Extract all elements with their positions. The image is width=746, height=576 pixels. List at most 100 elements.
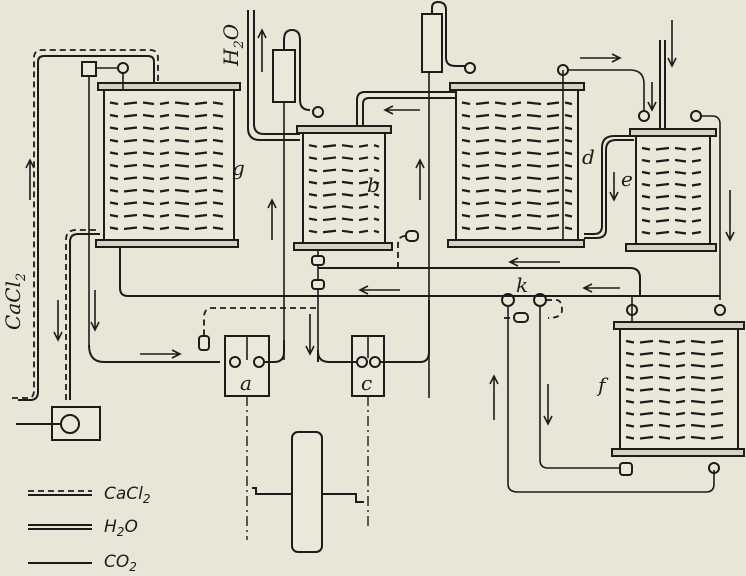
liquid-mark	[373, 229, 380, 234]
liquid-mark	[123, 188, 138, 193]
liquid-mark	[674, 146, 687, 151]
liquid-mark	[142, 126, 155, 131]
liquid-mark	[373, 144, 380, 148]
liquid-mark	[639, 411, 654, 416]
liquid-mark	[174, 113, 190, 118]
liquid-mark	[358, 144, 369, 148]
liquid-mark	[690, 387, 706, 392]
liquid-mark	[658, 399, 671, 404]
liquid-mark	[322, 180, 337, 185]
liquid-mark	[142, 201, 155, 206]
liquid-mark	[691, 170, 702, 175]
liquid-mark	[710, 399, 724, 404]
liquid-mark	[526, 226, 542, 231]
vessel-g-label: g	[232, 156, 245, 180]
liquid-mark	[322, 217, 337, 222]
liquid-mark	[159, 163, 170, 168]
liquid-mark	[511, 138, 522, 143]
liquid-mark	[546, 138, 560, 143]
liquid-mark	[639, 435, 654, 440]
liquid-mark	[655, 218, 670, 223]
liquid-mark	[526, 176, 542, 181]
liquid-mark	[341, 217, 354, 222]
liquid-mark	[159, 113, 170, 118]
liquid-mark	[658, 351, 671, 356]
liquid-mark	[710, 351, 724, 356]
liquid-mark	[691, 218, 702, 223]
liquid-mark	[675, 339, 686, 344]
liquid-mark	[511, 226, 522, 231]
liquid-mark	[212, 188, 224, 193]
liquid-mark	[690, 411, 706, 416]
liquid-mark	[461, 213, 471, 218]
liquid-mark	[639, 375, 654, 380]
liquid-mark	[564, 226, 573, 231]
liquid-mark	[641, 218, 651, 223]
vessel-e-label: e	[621, 167, 633, 191]
liquid-mark	[212, 163, 224, 168]
liquid-mark	[710, 387, 724, 392]
liquid-mark	[174, 188, 190, 193]
liquid-mark	[174, 213, 190, 218]
liquid-mark	[639, 339, 654, 344]
drive-wheel	[252, 431, 364, 553]
liquid-mark	[710, 435, 724, 440]
liquid-mark	[308, 156, 318, 161]
liquid-mark	[194, 213, 208, 218]
vessel-f-label: f	[596, 373, 609, 397]
liquid-mark	[322, 168, 337, 173]
liquid-mark	[546, 176, 560, 181]
liquid-mark	[159, 201, 170, 206]
liquid-mark	[194, 176, 208, 181]
liquid-mark	[109, 138, 119, 143]
liquid-mark	[194, 188, 208, 193]
liquid-mark	[674, 194, 687, 199]
liquid-mark	[475, 188, 490, 193]
liquid-mark	[174, 201, 190, 206]
liquid-mark	[675, 351, 686, 356]
liquid-mark	[564, 126, 573, 131]
liquid-mark	[494, 101, 507, 106]
h2o-inlet	[247, 10, 300, 141]
liquid-mark	[690, 435, 706, 440]
liquid-mark	[511, 126, 522, 131]
liquid-mark	[511, 113, 522, 118]
liquid-mark	[308, 193, 318, 197]
liquid-mark	[639, 363, 654, 368]
liquid-mark	[475, 138, 490, 143]
liquid-mark	[564, 201, 573, 206]
liquid-mark	[526, 101, 542, 106]
liquid-mark	[212, 101, 224, 106]
liquid-mark	[308, 205, 318, 209]
liquid-mark	[174, 126, 190, 131]
liquid-mark	[526, 163, 542, 168]
liquid-mark	[625, 435, 635, 440]
liquid-mark	[655, 170, 670, 175]
liquid-mark	[494, 176, 507, 181]
legend-h2o: H2O	[28, 517, 138, 539]
liquid-mark	[710, 411, 724, 416]
liquid-mark	[494, 226, 507, 231]
liquid-mark	[655, 230, 670, 235]
liquid-mark	[675, 411, 686, 416]
gas-holder-b	[267, 28, 324, 360]
liquid-mark	[658, 339, 671, 344]
liquid-mark	[526, 113, 542, 118]
liquid-mark	[123, 176, 138, 181]
liquid-mark	[511, 201, 522, 206]
liquid-mark	[109, 226, 119, 231]
liquid-mark	[641, 170, 651, 175]
liquid-mark	[511, 188, 522, 193]
liquid-mark	[564, 213, 573, 218]
legend-co2: CO2	[28, 552, 137, 574]
pump-unit	[16, 406, 101, 441]
liquid-mark	[461, 126, 471, 131]
liquid-mark	[625, 351, 635, 356]
vessel-d	[447, 70, 585, 248]
liquid-mark	[123, 101, 138, 106]
liquid-mark	[123, 163, 138, 168]
svg-text:CO2: CO2	[104, 552, 137, 574]
liquid-mark	[358, 217, 369, 222]
liquid-mark	[690, 375, 706, 380]
